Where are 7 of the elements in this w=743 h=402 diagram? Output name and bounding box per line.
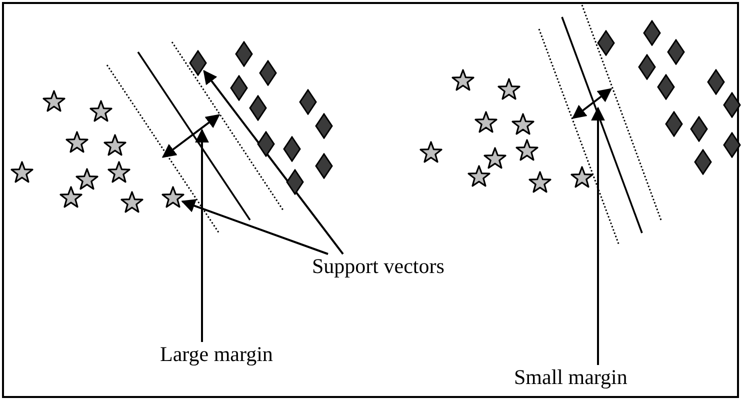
leader-arrow — [203, 70, 344, 255]
annotation-text: Large margin — [160, 342, 273, 366]
leader-arrow — [591, 106, 605, 365]
leader-arrow — [181, 199, 328, 255]
annotation-text: Support vectors — [312, 254, 444, 278]
annotation-text: Small margin — [514, 365, 628, 389]
leader-arrow — [195, 128, 209, 342]
